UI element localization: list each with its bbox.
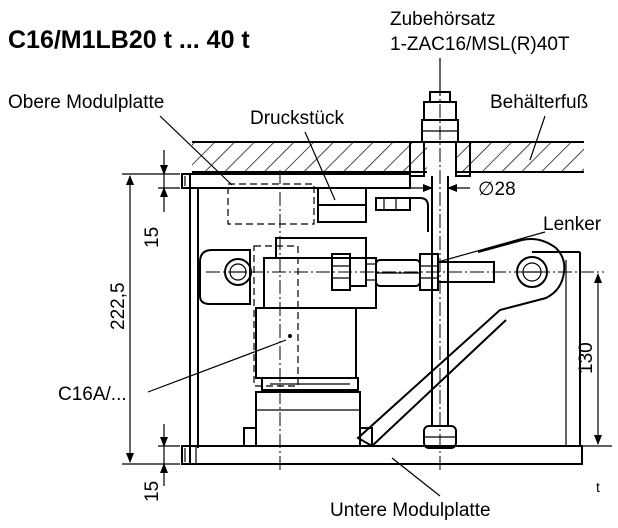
- bolt-fitting: [375, 197, 429, 232]
- link-label: Lenker: [543, 214, 602, 235]
- load-cell-leader: [147, 339, 287, 393]
- container-foot-leader: [529, 115, 546, 161]
- link-height-label: 130: [576, 342, 597, 374]
- corner-mark: t: [596, 479, 600, 495]
- threaded-rod: [409, 60, 471, 470]
- lower-plate: [181, 445, 583, 465]
- module-frame: [189, 188, 199, 448]
- lower-plate-thickness-label: 15: [142, 481, 163, 502]
- diameter-label: ∅28: [478, 179, 516, 200]
- lower-plate-thickness-dimension: [158, 424, 180, 486]
- load-cell-label: C16A/...: [58, 384, 127, 405]
- right-bracket: [356, 238, 581, 448]
- drawing-title: C16/M1LB20 t ... 40 t: [8, 26, 250, 54]
- accessory-label-line1: Zubehörsatz: [390, 9, 496, 30]
- link-rod: [331, 253, 495, 291]
- total-height-label: 222,5: [108, 282, 129, 330]
- link-height-dimension: [564, 273, 612, 447]
- total-height-dimension: [122, 173, 180, 465]
- pressure-piece-leader: [304, 131, 336, 201]
- upper-plate-thickness-label: 15: [142, 227, 163, 248]
- left-pivot: [199, 249, 252, 305]
- upper-plate-label: Obere Modulplatte: [8, 92, 164, 113]
- upper-plate-thickness-dimension: [158, 150, 180, 212]
- pressure-piece: [227, 183, 367, 225]
- upper-plate: [181, 173, 411, 189]
- pressure-piece-label: Druckstück: [250, 108, 344, 129]
- accessory-label-line2: 1-ZAC16/MSL(R)40T: [390, 34, 570, 55]
- link-leader: [437, 231, 546, 263]
- container-foot: [192, 140, 584, 174]
- lower-plate-label: Untere Modulplatte: [330, 500, 491, 521]
- lower-plate-leader: [391, 457, 441, 497]
- load-cell: [243, 237, 377, 447]
- container-foot-label: Behälterfuß: [490, 92, 588, 113]
